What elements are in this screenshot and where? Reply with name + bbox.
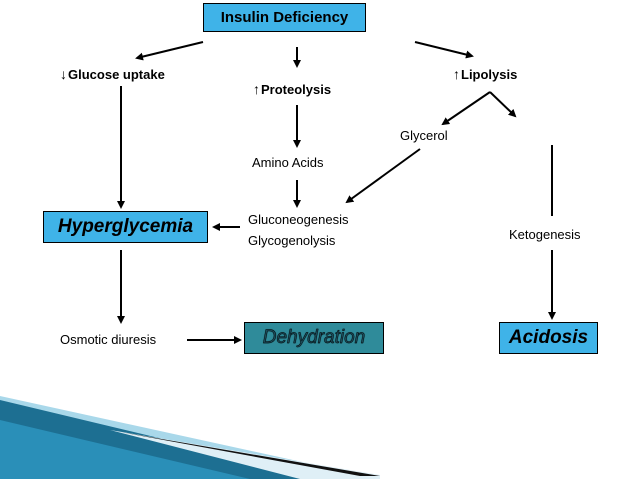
swoosh-black-edge: [120, 432, 380, 476]
insulin-deficiency-label: Insulin Deficiency: [220, 9, 349, 26]
hyperglycemia-box: Hyperglycemia: [43, 211, 208, 243]
glycerol-node: Glycerol: [400, 128, 448, 143]
insulin-deficiency-box: Insulin Deficiency: [203, 3, 366, 32]
up-arrow-icon: ↑: [253, 81, 260, 97]
down-arrow-icon: ↓: [60, 66, 67, 82]
amino-acids-node: Amino Acids: [252, 155, 324, 170]
lipolysis-node: ↑Lipolysis: [453, 66, 517, 83]
acidosis-label: Acidosis: [508, 327, 589, 348]
arrow-title-to-glucose: [135, 41, 204, 61]
swoosh-mid-band: [0, 420, 250, 479]
gluconeogenesis-node: Gluconeogenesis: [248, 212, 349, 227]
glucose-uptake-node: ↓Glucose uptake: [60, 66, 165, 83]
up-arrow-icon: ↑: [453, 66, 460, 82]
arrow-title-to-lipolysis: [414, 41, 474, 59]
hyperglycemia-label: Hyperglycemia: [57, 216, 194, 237]
ketogenesis-node: Ketogenesis: [509, 227, 581, 242]
acidosis-box: Acidosis: [499, 322, 598, 354]
glucose-uptake-label: Glucose uptake: [68, 67, 165, 82]
lipolysis-label: Lipolysis: [461, 67, 518, 82]
osmotic-diuresis-node: Osmotic diuresis: [60, 332, 157, 347]
proteolysis-label: Proteolysis: [261, 82, 332, 97]
dehydration-box: Dehydration: [244, 322, 384, 354]
dehydration-label: Dehydration: [262, 327, 366, 348]
decorative-swoosh: [0, 396, 380, 479]
glycogenolysis-node: Glycogenolysis: [248, 233, 336, 248]
arrow-lipolysis-to-glycerol: [441, 91, 491, 126]
proteolysis-node: ↑Proteolysis: [253, 81, 331, 98]
arrow-glycerol-to-gluconeo: [345, 148, 421, 204]
arrow-lipolysis-to-ketogenesis: [489, 91, 517, 118]
